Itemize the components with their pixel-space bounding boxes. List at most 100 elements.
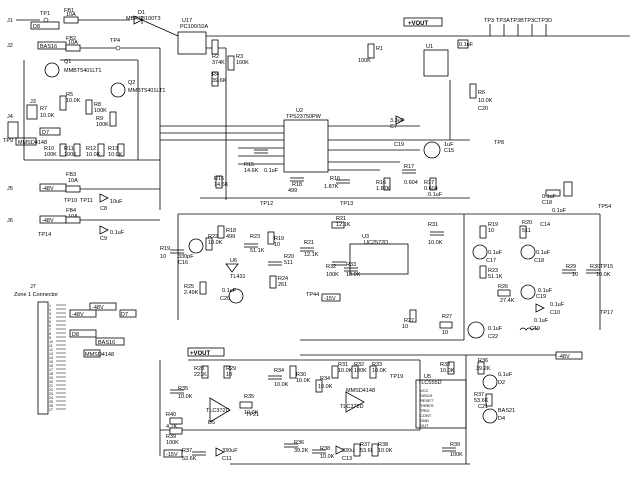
label-d8-part: C11: [222, 456, 232, 462]
net-flag-en-b-j7-label: MMSD4148: [85, 352, 114, 358]
label-d8: 330uF: [222, 448, 238, 454]
shunt-u6: [225, 263, 239, 273]
thermistor-rt1: [545, 189, 561, 197]
transistor-q2: [110, 82, 126, 98]
diode-d4: [99, 193, 109, 203]
resistor-r46: [169, 427, 183, 435]
label-tp10: TP10: [64, 198, 77, 204]
resistor-r12: [97, 143, 105, 157]
resistor-r10: [59, 143, 67, 157]
label-r31-value: 10: [226, 372, 232, 378]
label-u4a: D5: [208, 420, 215, 426]
label-r44: R38: [378, 442, 388, 448]
label-j5: J5: [7, 186, 13, 192]
label-tp12: TP12: [260, 201, 273, 207]
label-q9: 0.1uF: [498, 372, 513, 378]
mid-section: R19 10 330pF C16 R18 499 R22 10.0K R23 5…: [160, 181, 613, 360]
label-r5-value: 10.0K: [66, 98, 81, 104]
label-r17: R17: [424, 180, 434, 186]
label-tp8: TP8: [494, 140, 504, 146]
net-flag-15v-mid-label: -15V: [324, 296, 336, 302]
label-q1: Q1: [64, 59, 71, 65]
label-r8: R8: [94, 102, 101, 108]
label-r15: R15: [214, 176, 224, 182]
label-c1: R15: [244, 162, 254, 168]
opamp-u4b: [345, 391, 365, 413]
label-q2-part: MMBT5401LT1: [128, 88, 166, 94]
label-u5-part: TLC555D: [418, 380, 442, 386]
label-r6-value: 10.0K: [478, 98, 493, 104]
net-flag-en-b-j7: [83, 349, 101, 358]
label-r39: R37: [474, 392, 484, 398]
label-r36: R33: [440, 362, 450, 368]
mosfet-q10: [482, 408, 498, 424]
label-r44-value: 10.0K: [378, 448, 393, 454]
label-q3: 1uF: [444, 142, 454, 148]
label-r37: R34: [320, 376, 330, 382]
label-r38: R36: [478, 358, 488, 364]
resistor-r21: [267, 231, 275, 245]
box-d16: [563, 181, 573, 197]
label-r20-value: 499: [226, 234, 235, 240]
connector-j7-pin-number: 5: [49, 320, 51, 324]
label-c13: R31: [428, 222, 438, 228]
label-r32: R30: [296, 372, 306, 378]
label-tp14: TP14: [38, 232, 51, 238]
label-r22: R21: [336, 216, 346, 222]
label-r7-value: 10.0K: [40, 113, 55, 119]
label-r22-value: 12.1K: [336, 222, 351, 228]
diode-d5: [99, 225, 109, 235]
connector-j7-pin-number: 18: [49, 372, 53, 376]
label-r11: R11: [64, 146, 74, 152]
resistor-r29: [439, 321, 453, 329]
resistor-r11: [73, 143, 81, 157]
label-l1-value: C19: [530, 326, 540, 332]
label-r1: R1: [376, 46, 383, 52]
label-r23: R22: [208, 234, 218, 240]
label-r6-power: C20: [478, 106, 488, 112]
label-tp4: TP4: [110, 38, 120, 44]
label-d2: 3.3uF: [390, 118, 405, 124]
net-flag-48v-right: [555, 351, 583, 360]
label-r24-value: 51.1K: [488, 274, 503, 280]
label-r38-value: 39.2K: [476, 366, 491, 372]
label-r25-value: 261: [278, 282, 287, 288]
net-flag-vrtn-b-j7-label: D8: [72, 332, 79, 338]
label-r29-value: 10: [442, 330, 448, 336]
resistor-r6: [469, 83, 477, 99]
label-u4b-part: TLC372D: [340, 404, 364, 410]
label-r9-value: 100K: [96, 122, 109, 128]
label-c9: R23: [250, 234, 260, 240]
resistor-r1: [367, 43, 375, 59]
label-r6: R6: [478, 90, 485, 96]
resistor-r17: [429, 177, 437, 191]
label-tp17: TP17: [600, 310, 613, 316]
label-r27: R26: [498, 284, 508, 290]
resistor-r18: [479, 225, 487, 239]
label-j6: J6: [7, 218, 13, 224]
net-flag-vrtn-a-j7-label: BAS16: [98, 340, 115, 346]
label-c5: R19: [160, 246, 170, 252]
transistor-q9: [482, 374, 498, 390]
label-tp21: TP21: [246, 412, 259, 418]
resistor-r24: [479, 265, 487, 279]
label-u4a-part: TLC372D: [206, 408, 230, 414]
label-q4-part: C16: [178, 260, 188, 266]
label-tp1: TP1: [40, 11, 50, 17]
label-c17-value: 10.0K: [178, 394, 193, 400]
label-fb3: FB3: [66, 172, 76, 178]
input-section-a: J1 TP1 D8 FB1 10A D1 MBRS3100T3 J2 BAS16…: [3, 8, 166, 210]
resistor-r40: [239, 401, 253, 409]
connector-j7-pin-number: 14: [49, 356, 53, 360]
label-q2: Q2: [128, 80, 135, 86]
label-r11-value: 100K: [64, 152, 77, 158]
label-c20: R37: [182, 448, 192, 454]
resistor-r26: [199, 281, 207, 295]
resistor-r5: [59, 95, 67, 111]
label-c18: R36: [294, 440, 304, 446]
connector-j7-pin-number: 9: [49, 336, 51, 340]
label-r17-value: 0.604: [424, 186, 438, 192]
label-r23-value: 10.0K: [208, 240, 223, 246]
